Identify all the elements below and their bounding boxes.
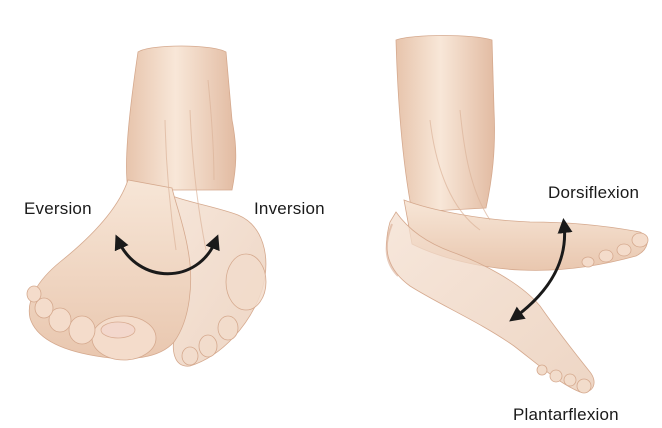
plantar-toe-1 xyxy=(576,378,592,394)
inverted-big-toe xyxy=(225,253,267,311)
inverted-toe-2 xyxy=(217,315,239,341)
left-foot-group xyxy=(26,45,267,367)
everted-big-toenail xyxy=(100,321,136,339)
plantar-toe-4 xyxy=(536,364,548,376)
dorsi-toe-1 xyxy=(631,232,649,248)
eversion-label: Eversion xyxy=(24,199,92,218)
plantar-toe-2 xyxy=(563,373,577,387)
inverted-toe-3 xyxy=(198,334,218,358)
right-foot-group xyxy=(385,35,649,394)
right-leg xyxy=(395,35,495,213)
everted-toe-4 xyxy=(34,297,54,319)
everted-toe-5 xyxy=(26,285,42,303)
dorsi-toe-2 xyxy=(616,243,632,257)
inversion-label: Inversion xyxy=(254,199,325,218)
dorsiflexion-label: Dorsiflexion xyxy=(548,183,640,202)
dorsi-toe-4 xyxy=(581,256,595,268)
right-tendon-lines xyxy=(429,109,491,231)
left-leg xyxy=(126,45,237,191)
plantarflexion-label: Plantarflexion xyxy=(513,405,619,424)
everted-toe-3 xyxy=(48,307,72,333)
plantarflexed-foot xyxy=(386,211,595,393)
dorsi-plantar-arrow xyxy=(509,218,573,322)
plantar-toe-3 xyxy=(549,369,563,383)
heel-shading xyxy=(385,223,399,277)
dorsi-toe-3 xyxy=(598,249,614,263)
inverted-toe-4 xyxy=(181,346,199,366)
everted-toe-2 xyxy=(68,315,96,345)
eversion-inversion-arrow xyxy=(114,234,220,276)
